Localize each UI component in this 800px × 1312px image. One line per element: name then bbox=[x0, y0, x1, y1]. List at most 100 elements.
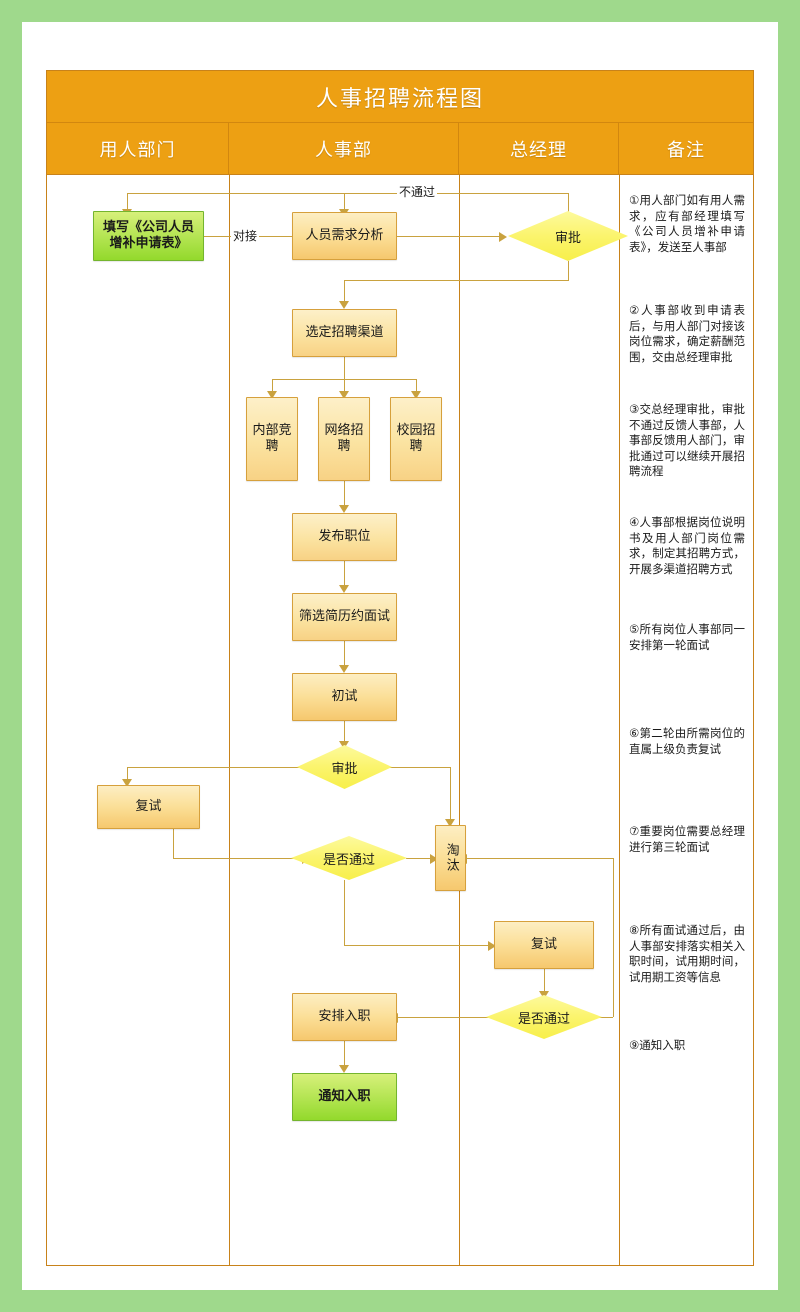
arrowhead-to-internal bbox=[267, 391, 277, 399]
node-label: 内部竞聘 bbox=[252, 422, 292, 454]
column-header-notes: 备注 bbox=[619, 123, 753, 175]
edge-second-left-to-check1 bbox=[173, 858, 305, 859]
note-item: ⑧所有面试通过后，由人事部安排落实相关入职时间，试用期时间，试用期工资等信息 bbox=[629, 923, 745, 984]
page-canvas: 人事招聘流程图 用人部门 人事部 总经理 备注 不通过 bbox=[22, 22, 778, 1290]
edge-arrange-to-notify bbox=[344, 1041, 345, 1069]
node-fill-form[interactable]: 填写《公司人员增补申请表》 bbox=[93, 211, 204, 261]
node-first-interview[interactable]: 初试 bbox=[292, 673, 397, 721]
note-item: ⑨通知入职 bbox=[629, 1038, 686, 1052]
node-demand-analysis[interactable]: 人员需求分析 bbox=[292, 212, 397, 260]
note-item: ③交总经理审批，审批不通过反馈人事部，人事部反馈用人部门，审批通过可以继续开展招… bbox=[629, 402, 745, 479]
column-header-general-manager: 总经理 bbox=[459, 123, 619, 175]
notes-column: ①用人部门如有用人需求，应有部经理填写《公司人员增补申请表》，发送至人事部 ②人… bbox=[621, 175, 755, 1265]
column-header-label: 总经理 bbox=[510, 139, 567, 161]
note-item: ⑤所有岗位人事部同一安排第一轮面试 bbox=[629, 622, 745, 652]
column-header-label: 用人部门 bbox=[99, 139, 176, 161]
edge-check2-reject-up bbox=[613, 858, 614, 1017]
note-item: ①用人部门如有用人需求，应有部经理填写《公司人员增补申请表》，发送至人事部 bbox=[629, 193, 745, 254]
node-label: 淘汰 bbox=[443, 843, 459, 873]
edge-approval2-to-second-left bbox=[127, 767, 304, 768]
arrowhead-to-second-interview-right bbox=[488, 941, 496, 951]
column-header-label: 人事部 bbox=[315, 139, 372, 161]
node-label: 审批 bbox=[331, 761, 358, 777]
node-label: 校园招聘 bbox=[396, 422, 436, 454]
node-label: 安排入职 bbox=[318, 1008, 371, 1024]
node-label: 复试 bbox=[530, 936, 557, 952]
node-arrange-onboard[interactable]: 安排入职 bbox=[292, 993, 397, 1041]
note-item: ⑦重要岗位需要总经理进行第三轮面试 bbox=[629, 824, 745, 854]
edge-to-campus bbox=[416, 379, 417, 395]
node-notify-onboard[interactable]: 通知入职 bbox=[292, 1073, 397, 1121]
node-internal-competition[interactable]: 内部竞聘 bbox=[246, 397, 298, 481]
flow-canvas: 不通过 对接 bbox=[47, 175, 753, 1265]
node-label: 是否通过 bbox=[322, 852, 375, 868]
node-choose-channel[interactable]: 选定招聘渠道 bbox=[292, 309, 397, 357]
node-label: 是否通过 bbox=[517, 1011, 570, 1027]
edge-demand-to-approval bbox=[397, 236, 502, 237]
edge-channels-to-publish bbox=[344, 481, 345, 509]
node-campus-recruitment[interactable]: 校园招聘 bbox=[390, 397, 442, 481]
arrowhead-to-notify-onboard bbox=[339, 1065, 349, 1073]
edge-label-handoff: 对接 bbox=[231, 227, 260, 244]
edge-second-left-down bbox=[173, 829, 174, 858]
edge-check1-to-second-right bbox=[344, 945, 491, 946]
chart-title: 人事招聘流程图 bbox=[315, 86, 484, 112]
node-second-interview-left[interactable]: 复试 bbox=[97, 785, 200, 829]
edge-approval-pass-left bbox=[344, 280, 569, 281]
column-divider-1 bbox=[229, 175, 230, 1265]
edge-to-online bbox=[344, 379, 345, 395]
note-item: ②人事部收到申请表后，与用人部门对接该岗位需求，确定薪酬范围，交由总经理审批 bbox=[629, 303, 745, 364]
node-pass-check-2[interactable]: 是否通过 bbox=[486, 995, 602, 1039]
node-label: 发布职位 bbox=[318, 528, 371, 544]
node-label: 审批 bbox=[554, 230, 581, 246]
arrowhead-to-first-interview bbox=[339, 665, 349, 673]
column-header-hiring-dept: 用人部门 bbox=[47, 123, 229, 175]
edge-approval-reject-across bbox=[127, 193, 569, 194]
node-approval-2[interactable]: 审批 bbox=[297, 745, 392, 789]
column-header-label: 备注 bbox=[667, 139, 705, 161]
node-label: 初试 bbox=[331, 688, 358, 704]
node-label: 筛选简历约面试 bbox=[298, 608, 390, 624]
edge-approval2-down-left bbox=[127, 767, 128, 783]
arrowhead-to-approval-1 bbox=[499, 232, 507, 242]
column-header-hr-dept: 人事部 bbox=[229, 123, 459, 175]
node-online-recruitment[interactable]: 网络招聘 bbox=[318, 397, 370, 481]
arrowhead-to-screen-resume bbox=[339, 585, 349, 593]
note-item: ④人事部根据岗位说明书及用人部门岗位需求，制定其招聘方式，开展多渠道招聘方式 bbox=[629, 515, 745, 576]
edge-first-to-approval2 bbox=[344, 721, 345, 745]
edge-check2-reject-right bbox=[593, 1017, 613, 1018]
node-label: 网络招聘 bbox=[324, 422, 364, 454]
arrowhead-to-eliminate-top bbox=[445, 819, 455, 827]
arrowhead-to-choose-channel bbox=[339, 301, 349, 309]
node-label: 选定招聘渠道 bbox=[305, 324, 384, 340]
edge-approval-reject-down-hr bbox=[344, 193, 345, 211]
node-eliminate[interactable]: 淘汰 bbox=[435, 825, 466, 891]
node-label: 填写《公司人员增补申请表》 bbox=[102, 219, 194, 251]
node-second-interview-right[interactable]: 复试 bbox=[494, 921, 594, 969]
edge-approval2-to-eliminate-h bbox=[384, 767, 450, 768]
node-approval-1[interactable]: 审批 bbox=[508, 211, 628, 261]
arrowhead-to-eliminate-left bbox=[430, 854, 438, 864]
node-publish-job[interactable]: 发布职位 bbox=[292, 513, 397, 561]
node-label: 复试 bbox=[135, 798, 162, 814]
edge-check2-to-arrange bbox=[397, 1017, 495, 1018]
edge-approval2-to-eliminate-v bbox=[450, 767, 451, 823]
edge-approval-pass-down bbox=[568, 261, 569, 280]
column-divider-2 bbox=[459, 175, 460, 1265]
edge-second-right-to-check2 bbox=[544, 969, 545, 995]
chart-title-bar: 人事招聘流程图 bbox=[47, 71, 753, 123]
node-screen-resume[interactable]: 筛选简历约面试 bbox=[292, 593, 397, 641]
edge-to-internal bbox=[272, 379, 273, 395]
arrowhead-to-approval-2 bbox=[339, 741, 349, 749]
arrowhead-to-online bbox=[339, 391, 349, 399]
edge-check1-down bbox=[344, 880, 345, 945]
arrowhead-to-campus bbox=[411, 391, 421, 399]
edge-check1-to-eliminate bbox=[406, 858, 432, 859]
edge-screen-to-first bbox=[344, 641, 345, 669]
note-item: ⑥第二轮由所需岗位的直属上级负责复试 bbox=[629, 726, 745, 756]
edge-approval-pass-to-channel bbox=[344, 280, 345, 304]
node-label: 通知入职 bbox=[318, 1088, 371, 1104]
edge-label-not-passed: 不通过 bbox=[397, 183, 438, 200]
node-pass-check-1[interactable]: 是否通过 bbox=[291, 836, 407, 880]
edge-approval-reject-down-left bbox=[127, 193, 128, 211]
